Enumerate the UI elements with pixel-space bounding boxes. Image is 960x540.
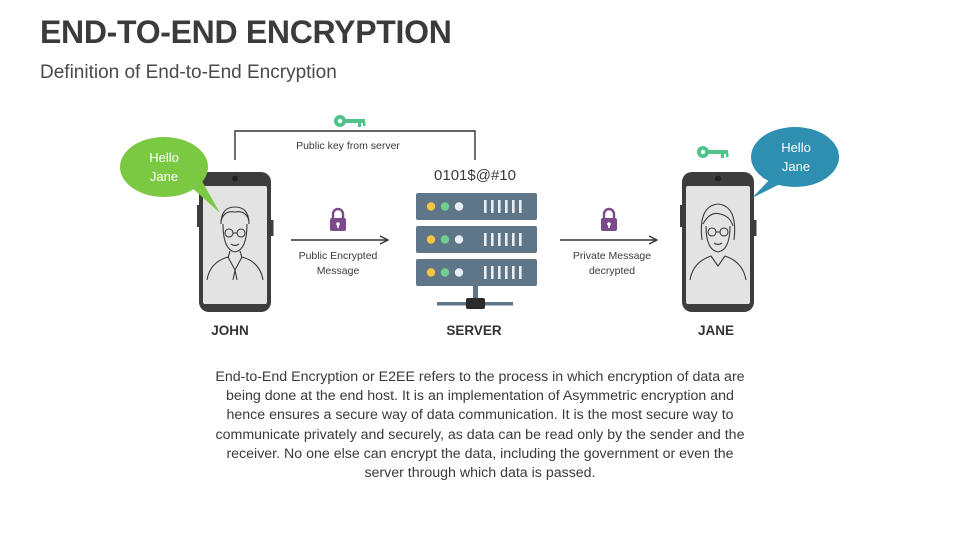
jane-speech-bubble <box>751 127 839 198</box>
john-speech-bubble <box>120 137 220 213</box>
public-key-connector <box>234 130 476 160</box>
john-avatar <box>206 206 264 281</box>
server-key-icon <box>334 115 366 127</box>
left-lock-icon <box>328 207 348 233</box>
page-title: END-TO-END ENCRYPTION <box>40 14 452 50</box>
right-arrow-label-2: decrypted <box>589 265 635 277</box>
john-bubble-line-1: Hello <box>149 150 179 165</box>
jane-phone <box>680 172 757 312</box>
server-code: 0101$@#10 <box>434 167 516 184</box>
john-bubble-line-2: Jane <box>150 169 178 184</box>
page-subtitle: Definition of End-to-End Encryption <box>40 62 337 83</box>
left-arrow-label-1: Public Encrypted <box>299 250 378 262</box>
jane-bubble-line-1: Hello <box>781 140 811 155</box>
public-key-label: Public key from server <box>296 140 400 152</box>
right-lock-icon <box>599 207 619 233</box>
jane-key-icon <box>697 146 729 158</box>
server-label: SERVER <box>446 323 502 338</box>
server-rack-icon <box>416 193 537 309</box>
john-label: JOHN <box>211 323 249 338</box>
description-paragraph: End-to-End Encryption or E2EE refers to … <box>215 369 745 482</box>
jane-label: JANE <box>698 323 734 338</box>
jane-avatar <box>689 203 747 281</box>
left-arrow-label-2: Message <box>317 265 360 277</box>
jane-bubble-line-2: Jane <box>782 159 810 174</box>
right-arrow-label-1: Private Message <box>573 250 651 262</box>
